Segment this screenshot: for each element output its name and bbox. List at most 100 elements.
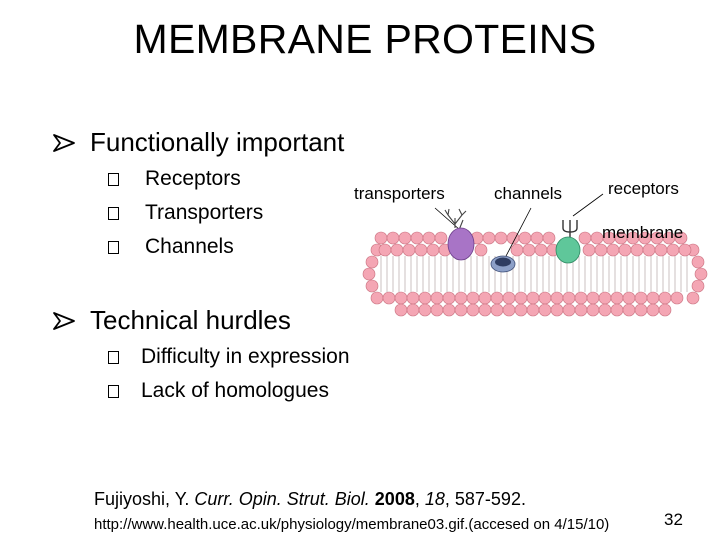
lipid-head bbox=[598, 303, 612, 317]
lipid-head bbox=[634, 303, 648, 317]
lipid-head bbox=[365, 279, 379, 293]
transporter-protein bbox=[444, 208, 475, 261]
lipid-head bbox=[502, 303, 516, 317]
lipid-head bbox=[538, 303, 552, 317]
sub-bullet-text: Channels bbox=[145, 235, 234, 258]
bullet-technical-hurdles: Technical hurdles bbox=[52, 304, 291, 336]
lipid-head bbox=[418, 291, 432, 305]
citation-pages: , 587-592. bbox=[444, 489, 526, 509]
transporter-leader-line bbox=[434, 207, 461, 231]
receptor-leader-line bbox=[572, 193, 604, 217]
channel-leader-line bbox=[504, 207, 532, 259]
lipid-head bbox=[562, 291, 576, 305]
lipid-head bbox=[646, 291, 660, 305]
lipid-head bbox=[630, 243, 644, 257]
lipid-head bbox=[454, 291, 468, 305]
lipid-head bbox=[478, 303, 492, 317]
checkbox-bullet-icon bbox=[108, 351, 119, 364]
lipid-head bbox=[578, 231, 592, 245]
lipid-head bbox=[538, 291, 552, 305]
lipid-head bbox=[542, 231, 556, 245]
label-channels: channels bbox=[494, 184, 563, 203]
lipid-head bbox=[598, 291, 612, 305]
bullet-text: Functionally important bbox=[90, 127, 345, 157]
lipid-head bbox=[394, 291, 408, 305]
lipid-head bbox=[594, 243, 608, 257]
sub-bullet-receptors: Receptors bbox=[108, 166, 241, 192]
lipid-head bbox=[670, 291, 684, 305]
lipid-head bbox=[514, 303, 528, 317]
lipid-head bbox=[362, 267, 376, 281]
lipid-head bbox=[522, 243, 536, 257]
lipid-head bbox=[694, 267, 708, 281]
lipid-head bbox=[691, 279, 705, 293]
source-url: http://www.health.uce.ac.uk/physiology/m… bbox=[94, 516, 610, 533]
lipid-head bbox=[410, 231, 424, 245]
lipid-head bbox=[490, 291, 504, 305]
sub-bullet-text: Difficulty in expression bbox=[141, 345, 350, 368]
lipid-head bbox=[666, 243, 680, 257]
lipid-head bbox=[658, 291, 672, 305]
channel-protein bbox=[490, 255, 516, 273]
lipid-head bbox=[365, 255, 379, 269]
lipid-head bbox=[642, 243, 656, 257]
sub-bullet-channels: Channels bbox=[108, 234, 234, 260]
checkbox-bullet-icon bbox=[108, 207, 119, 220]
lipid-head bbox=[618, 243, 632, 257]
lipid-head bbox=[482, 231, 496, 245]
citation-journal: Curr. Opin. Strut. Biol. bbox=[194, 489, 370, 509]
lipid-head bbox=[422, 231, 436, 245]
checkbox-bullet-icon bbox=[108, 173, 119, 186]
lipid-head bbox=[418, 303, 432, 317]
lipid-head bbox=[530, 231, 544, 245]
sub-bullet-transporters: Transporters bbox=[108, 200, 263, 226]
label-transporters: transporters bbox=[354, 184, 445, 203]
citation-volume: 18 bbox=[424, 489, 445, 509]
lipid-head bbox=[394, 303, 408, 317]
lipid-head bbox=[382, 291, 396, 305]
lipid-head bbox=[582, 243, 596, 257]
lipid-tails bbox=[380, 256, 688, 292]
lipid-head bbox=[691, 255, 705, 269]
lipid-head bbox=[430, 291, 444, 305]
lipid-head bbox=[518, 231, 532, 245]
lipid-head bbox=[586, 303, 600, 317]
sub-bullet-text: Transporters bbox=[145, 201, 264, 224]
lipid-head bbox=[610, 291, 624, 305]
page-number: 32 bbox=[664, 510, 683, 529]
lipid-head bbox=[622, 291, 636, 305]
lipid-head bbox=[442, 291, 456, 305]
citation: Fujiyoshi, Y. Curr. Opin. Strut. Biol. 2… bbox=[94, 489, 526, 509]
lipid-head bbox=[686, 291, 700, 305]
checkbox-bullet-icon bbox=[108, 385, 119, 398]
lipid-head bbox=[378, 243, 392, 257]
lipid-head bbox=[426, 243, 440, 257]
lipid-head bbox=[586, 291, 600, 305]
bullet-text: Technical hurdles bbox=[90, 305, 291, 335]
lipid-head bbox=[654, 243, 668, 257]
bullet-functionally-important: Functionally important bbox=[52, 126, 344, 158]
lipid-head bbox=[454, 303, 468, 317]
lipid-head bbox=[510, 243, 524, 257]
lipid-head bbox=[550, 291, 564, 305]
lipid-head bbox=[574, 291, 588, 305]
lipid-head bbox=[430, 303, 444, 317]
lipid-head bbox=[466, 303, 480, 317]
lipid-head bbox=[534, 243, 548, 257]
lipid-head bbox=[526, 291, 540, 305]
lipid-head bbox=[370, 291, 384, 305]
receptor-protein bbox=[555, 220, 581, 264]
lipid-head bbox=[442, 303, 456, 317]
citation-year: 2008 bbox=[374, 489, 415, 509]
lipid-head bbox=[646, 303, 660, 317]
lipid-head bbox=[478, 291, 492, 305]
lipid-head bbox=[574, 303, 588, 317]
lipid-head bbox=[402, 243, 416, 257]
lipid-head bbox=[634, 291, 648, 305]
lipid-head bbox=[502, 291, 516, 305]
sub-bullet-lack-homologues: Lack of homologues bbox=[108, 378, 329, 404]
lipid-head bbox=[490, 303, 504, 317]
arrow-bullet-icon bbox=[53, 134, 75, 152]
lipid-head bbox=[562, 303, 576, 317]
lipid-head bbox=[526, 303, 540, 317]
